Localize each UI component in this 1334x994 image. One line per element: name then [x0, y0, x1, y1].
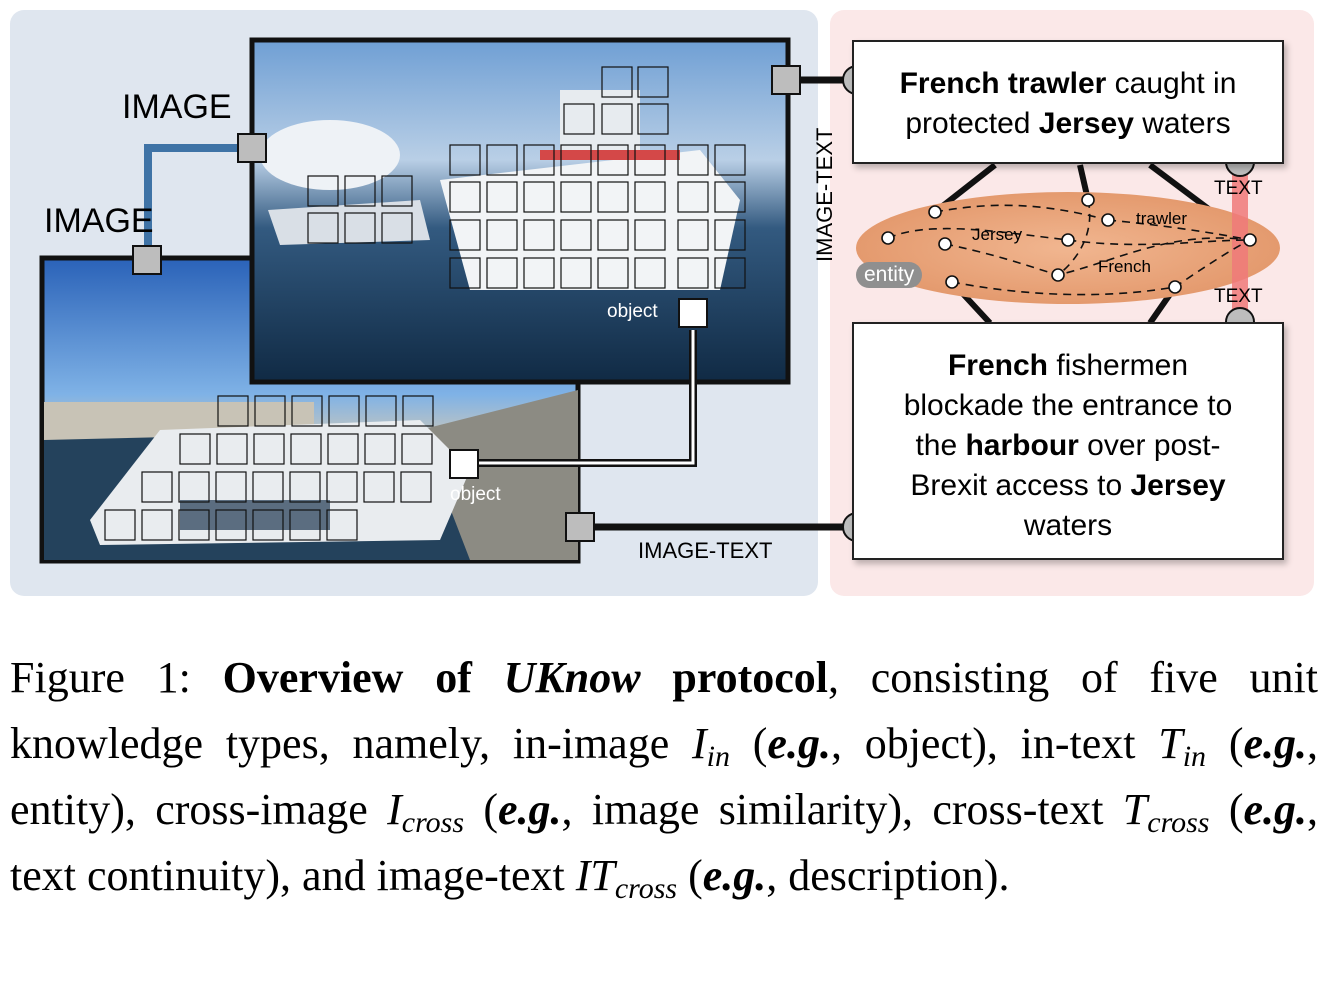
text-box-top: French trawler caught in protected Jerse… [852, 40, 1284, 164]
text-box-bottom: French fishermen blockade the entrance t… [852, 322, 1284, 560]
object-label-top: object [607, 301, 658, 322]
object-node-bottom [449, 449, 479, 479]
node-label-trawler: trawler [1136, 209, 1188, 228]
entity-label: entity [856, 262, 923, 288]
entity-edges [887, 199, 1251, 296]
image-text-label-bottom: IMAGE-TEXT [638, 538, 773, 563]
image-label-bottom: IMAGE [44, 202, 154, 240]
text-label-top: TEXT [1214, 178, 1263, 199]
object-grid-top [307, 66, 746, 289]
image-text-label-vertical: IMAGE-TEXT [812, 127, 837, 262]
image-node-top [237, 133, 267, 163]
cross-image-link [144, 144, 252, 260]
uknow-overview-figure: IMAGE IMAGE object object IMAGE-TEXT IMA… [10, 10, 1314, 596]
image-node-bottom [132, 245, 162, 275]
entity-graph [856, 192, 1280, 304]
entity-nodes [881, 193, 1257, 294]
text-label-bottom: TEXT [1214, 286, 1263, 307]
object-node-top [678, 298, 708, 328]
image-label-top: IMAGE [122, 88, 232, 126]
object-label-bottom: object [450, 484, 501, 505]
node-label-jersey: Jersey [972, 225, 1023, 244]
object-grid-bottom [104, 395, 434, 541]
figure-caption: Figure 1: Overview of UKnow protocol, co… [10, 653, 1319, 905]
node-label-french: French [1098, 257, 1151, 276]
